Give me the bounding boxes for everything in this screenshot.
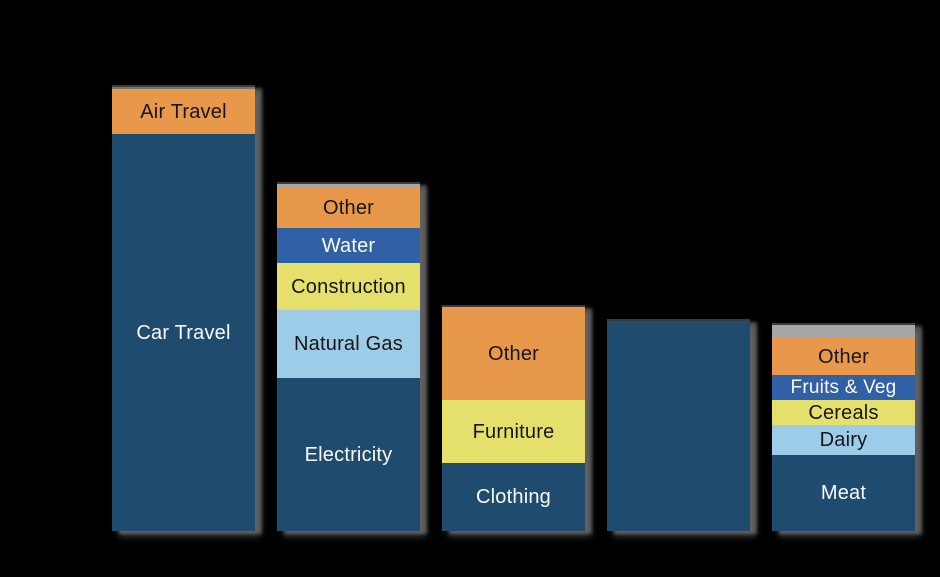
bar-segment-other: Other [442,305,585,400]
segment-label: Electricity [304,443,393,466]
stacked-bar-4 [607,319,750,531]
segment-label: Air Travel [140,100,227,123]
bar-segment [112,85,255,89]
segment-label: Construction [291,275,406,298]
bar-segment-air-travel: Air Travel [112,89,255,134]
segment-label: Furniture [472,420,555,443]
bar-segment-dairy: Dairy [772,425,915,455]
bar-segment-construction: Construction [277,263,420,310]
segment-label: Car Travel [136,321,231,344]
bar-segment [772,323,915,338]
bar-segment [607,319,750,531]
bar-segment-cereals: Cereals [772,400,915,425]
bar-segment-natural-gas: Natural Gas [277,310,420,378]
bar-segment-car-travel: Car Travel [112,134,255,531]
bar-segment [277,182,420,188]
segment-label: Fruits & Veg [790,377,897,398]
segment-label: Water [321,234,376,257]
segment-label: Dairy [819,429,868,451]
bar-segment-fruits-veg: Fruits & Veg [772,375,915,400]
segment-label: Other [487,342,540,365]
segment-label: Clothing [476,486,551,508]
bar-segment-water: Water [277,228,420,263]
segment-label: Other [817,345,870,368]
bar-segment-electricity: Electricity [277,378,420,531]
segment-label: Meat [820,482,867,504]
bar-segment-other: Other [277,188,420,228]
segment-label: Natural Gas [294,333,403,355]
segment-label: Cereals [808,401,879,424]
bar-segment-meat: Meat [772,455,915,531]
bar-segment-other: Other [772,338,915,375]
bar-segment-furniture: Furniture [442,400,585,463]
segment-label: Other [322,197,375,219]
bar-segment-clothing: Clothing [442,463,585,531]
